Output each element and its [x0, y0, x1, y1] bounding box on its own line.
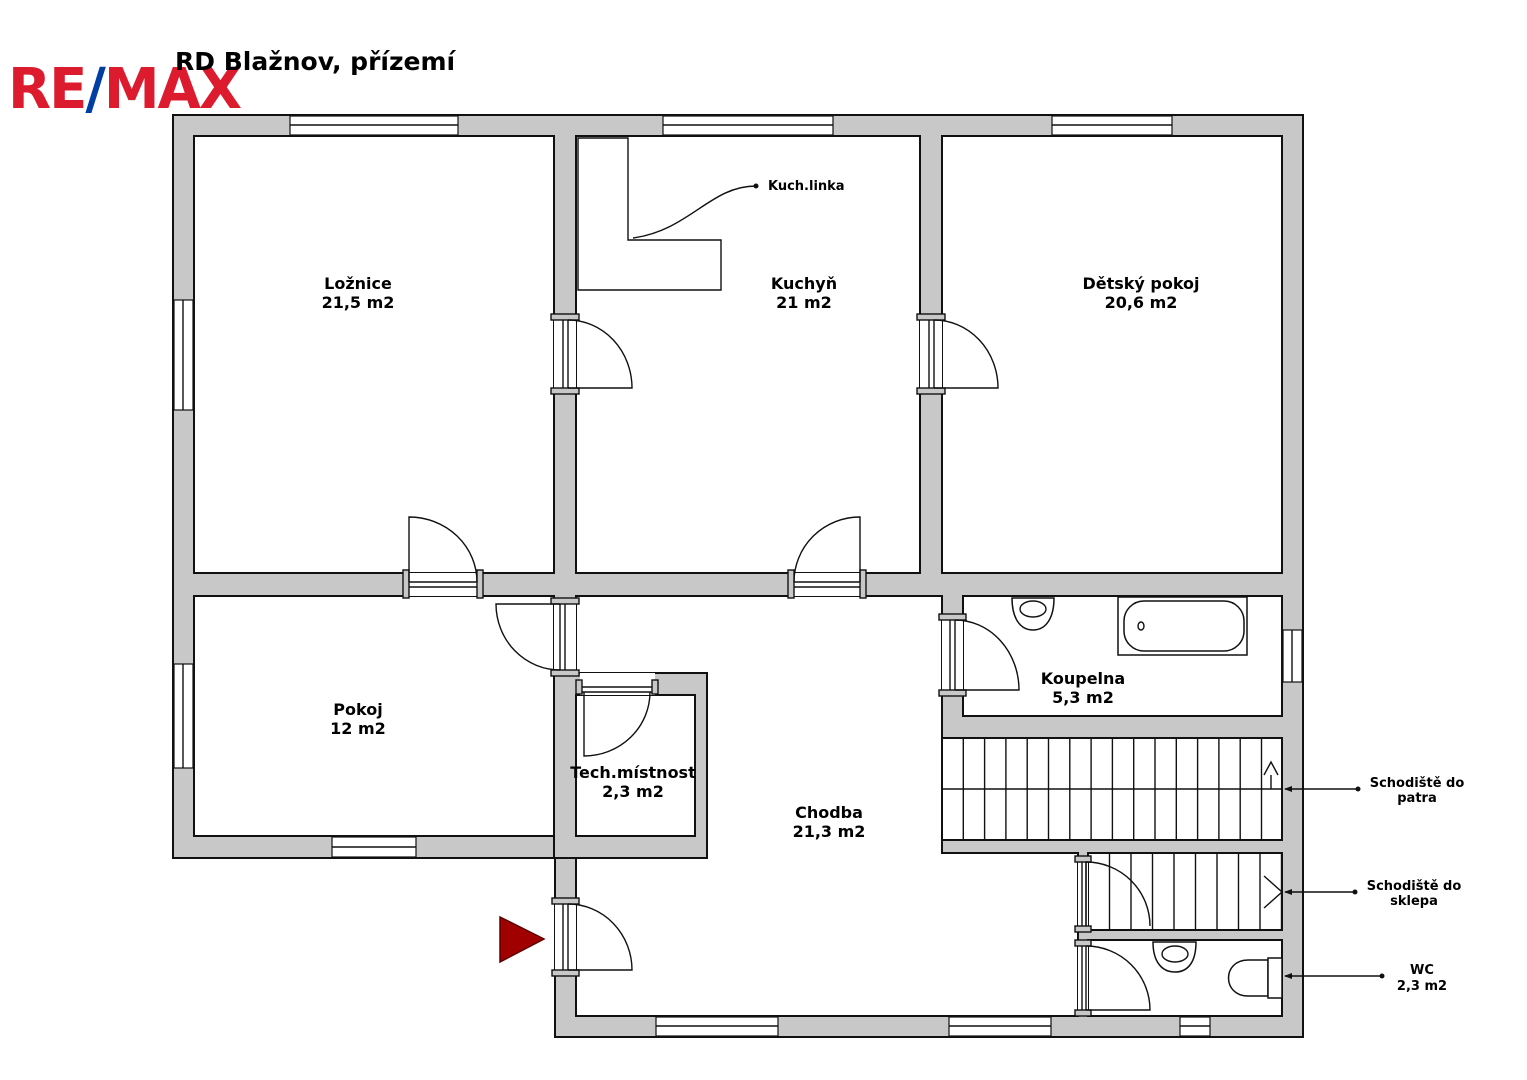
room-kuchyn-area: 21 m2: [776, 293, 832, 312]
door-bedroom: [408, 516, 478, 583]
room-loznice-area: 21,5 m2: [322, 293, 395, 312]
plan-title: RD Blažnov, přízemí: [175, 47, 457, 76]
door-wc: [1085, 945, 1151, 1011]
room-loznice-name: Ložnice: [324, 274, 392, 293]
room-kuchyn-name: Kuchyň: [771, 274, 837, 293]
entrance-arrow-icon: [499, 915, 546, 964]
door-bathroom: [954, 619, 1020, 691]
logo-max-text: MAX: [104, 57, 242, 122]
room-detsky-area: 20,6 m2: [1105, 293, 1178, 312]
door-kitchen-south: [793, 516, 861, 583]
walls: [172, 114, 1304, 1038]
toilet-icon: [1227, 959, 1269, 997]
logo-slash: /: [85, 57, 106, 122]
leader-kitchen: [632, 185, 757, 239]
room-labels: Ložnice 21,5 m2 Kuchyň 21 m2 Dětský poko…: [322, 274, 1200, 841]
label-kitchen-line: Kuch.linka: [768, 179, 845, 194]
label-stairs-up-2: patra: [1397, 791, 1436, 806]
room-tech-area: 2,3 m2: [602, 782, 664, 801]
door-entrance: [567, 903, 633, 971]
toilet-tank-icon: [1267, 957, 1283, 999]
stairs-down-arrow-icon: [1263, 875, 1284, 909]
label-stairs-down-1: Schodiště do: [1367, 879, 1462, 894]
svg-text:RE/MAX: RE/MAX: [8, 57, 242, 122]
room-koupelna-area: 5,3 m2: [1052, 688, 1114, 707]
door-childroom: [933, 319, 999, 389]
tech-room-walls: [553, 672, 708, 859]
bathroom-sink-icon: [1011, 597, 1055, 631]
door-pokoj: [495, 603, 561, 671]
kitchen-counter: [577, 137, 722, 291]
room-chodba-name: Chodba: [795, 803, 863, 822]
label-stairs-up-1: Schodiště do: [1370, 776, 1465, 791]
room-koupelna-name: Koupelna: [1041, 669, 1125, 688]
doors: [402, 313, 1151, 1017]
bathroom-fixtures: [1011, 596, 1283, 999]
logo-re-text: RE: [8, 57, 85, 122]
room-chodba-area: 21,3 m2: [793, 822, 866, 841]
annotations: Kuch.linka Schodiště do patra Schodiště …: [632, 179, 1465, 994]
room-pokoj-area: 12 m2: [330, 719, 386, 738]
door-tech: [583, 691, 651, 757]
room-detsky-name: Dětský pokoj: [1082, 274, 1199, 293]
stairs-up: [942, 738, 1282, 840]
windows: [173, 115, 1303, 1037]
label-stairs-down-2: sklepa: [1390, 894, 1438, 909]
label-wc-area: 2,3 m2: [1397, 979, 1447, 994]
room-tech-name: Tech.místnost: [570, 763, 696, 782]
stairs-down: [1108, 853, 1284, 930]
stairs-up-arrow-icon: [1263, 760, 1279, 789]
room-pokoj-name: Pokoj: [333, 700, 382, 719]
outer-wall-upper: [172, 114, 1304, 1038]
door-basement: [1085, 861, 1151, 927]
label-wc-name: WC: [1410, 963, 1434, 978]
door-kitchen-west: [567, 319, 633, 389]
remax-logo: RE/MAX: [8, 57, 244, 122]
